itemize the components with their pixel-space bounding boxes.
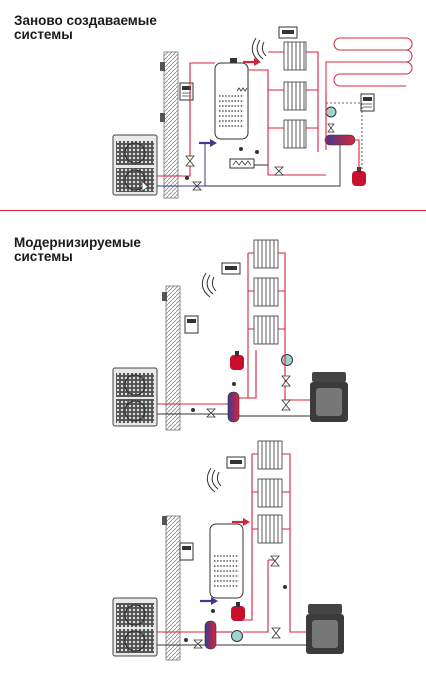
section-title-new-systems: Заново создаваемые системы — [14, 13, 157, 42]
wireless-signal-icon — [251, 37, 267, 63]
room-controller-icon — [221, 262, 241, 275]
radiator-icon — [253, 315, 279, 345]
diagram-retrofit-boiler-dhw — [112, 440, 344, 661]
wall-sensor-icon — [162, 292, 167, 301]
wall-sensor-icon — [162, 516, 167, 525]
room-controller-icon — [184, 315, 199, 334]
temperature-sensor-icon — [239, 147, 243, 151]
three-way-valve-icon — [185, 155, 195, 167]
electric-heater-icon — [229, 158, 255, 169]
wireless-signal-icon — [206, 467, 222, 493]
radiator-icon — [257, 440, 283, 470]
buffer-tank-icon — [204, 620, 217, 650]
room-controller-icon — [278, 26, 298, 39]
wall-sensor-icon — [160, 113, 165, 122]
radiator-icon — [257, 478, 283, 508]
room-controller-icon — [179, 542, 194, 561]
temperature-sensor-icon — [184, 638, 188, 642]
room-controller-icon — [226, 456, 246, 469]
three-way-valve-icon — [281, 375, 291, 387]
section-divider — [0, 210, 426, 211]
buffer-tank-icon — [227, 391, 240, 423]
temperature-sensor-icon — [232, 382, 236, 386]
buffer-tank-icon — [324, 134, 356, 146]
section-title-retrofit-systems: Модернизируемые системы — [14, 235, 141, 264]
three-way-valve-icon — [270, 555, 280, 567]
radiator-icon — [283, 119, 307, 149]
temperature-sensor-icon — [211, 609, 215, 613]
shutoff-valve-icon — [274, 166, 284, 176]
temperature-sensor-icon — [191, 408, 195, 412]
radiator-icon — [283, 41, 307, 71]
room-controller-icon — [360, 93, 375, 112]
shutoff-valve-icon — [192, 181, 202, 191]
radiator-icon — [257, 514, 283, 544]
wall — [163, 51, 179, 199]
wireless-signal-icon — [201, 272, 217, 298]
return-arrow-icon — [210, 139, 217, 147]
radiator-icon — [283, 81, 307, 111]
radiator-icon — [253, 277, 279, 307]
temperature-sensor-icon — [255, 150, 259, 154]
three-way-valve-icon — [271, 627, 281, 639]
wall — [165, 285, 181, 431]
diagram-new-systems — [112, 26, 413, 199]
heat-pump-outdoor-unit-icon — [112, 134, 158, 196]
shutoff-valve-icon — [193, 639, 203, 649]
circulation-pump-icon — [281, 354, 293, 366]
supply-arrow-icon — [254, 58, 261, 66]
radiator-icon — [253, 239, 279, 269]
wall-sensor-icon — [160, 62, 165, 71]
wall — [165, 515, 181, 661]
boiler-icon — [306, 604, 344, 654]
diagram-retrofit-boiler — [112, 239, 348, 431]
floor-heating-loop-icon — [325, 37, 413, 90]
heat-pump-outdoor-unit-icon — [112, 597, 158, 657]
return-arrow-icon — [211, 597, 218, 605]
supply-arrow-icon — [243, 518, 250, 526]
shutoff-valve-icon — [206, 408, 216, 418]
three-way-valve-icon — [327, 123, 335, 133]
three-way-valve-icon — [281, 399, 291, 411]
circulation-pump-icon — [325, 106, 337, 118]
heat-pump-outdoor-unit-icon — [112, 367, 158, 427]
hot-water-tank-icon — [214, 58, 249, 140]
circulation-pump-icon — [231, 630, 243, 642]
temperature-sensor-icon — [185, 176, 189, 180]
temperature-sensor-icon — [283, 585, 287, 589]
expansion-vessel-icon — [230, 351, 244, 370]
boiler-icon — [310, 372, 348, 422]
hot-water-tank-icon — [209, 523, 244, 599]
room-controller-icon — [179, 82, 194, 101]
expansion-vessel-icon — [231, 602, 245, 621]
